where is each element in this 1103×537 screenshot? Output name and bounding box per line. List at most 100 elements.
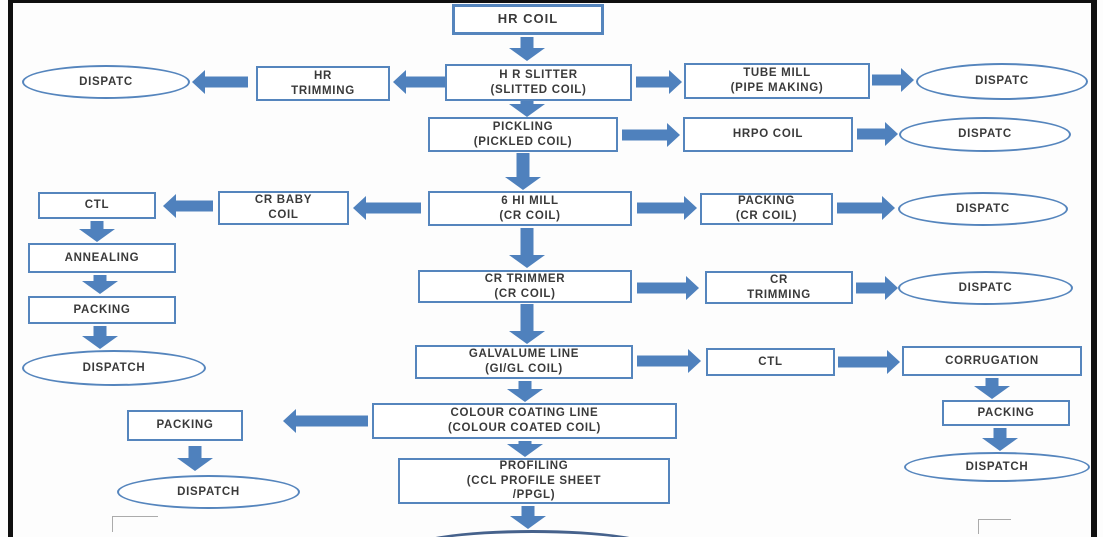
node-label: DISPATC [958, 128, 1012, 141]
arrow-right-icon [837, 196, 895, 220]
node-packing-corrugation: PACKING [942, 400, 1070, 426]
node-label: PROFILING [499, 459, 569, 472]
page-border-right [1091, 0, 1097, 537]
page-corner-mark [978, 519, 1011, 534]
arrow-right-icon [622, 123, 680, 147]
arrow-right-icon [857, 122, 898, 146]
node-label: CTL [84, 199, 110, 212]
arrow-down-icon [177, 446, 213, 471]
node-label: TUBE MILL [743, 67, 811, 80]
page-border-left [8, 0, 13, 537]
arrow-right-icon [637, 196, 697, 220]
node-label: DISPATCH [82, 361, 146, 374]
node-dispatch-tube-mill: DISPATC [916, 63, 1088, 100]
node-label: HR COIL [497, 11, 559, 27]
node-label: CR TRIMMER [484, 272, 566, 285]
node-annealing: ANNEALING [28, 243, 176, 273]
node-label: H R SLITTER [499, 68, 578, 81]
node-label: (SLITTED COIL) [490, 83, 587, 96]
node-label: TRIMMING [291, 84, 355, 97]
arrow-down-icon [82, 326, 118, 349]
node-hrpo-coil: HRPO COIL [683, 117, 853, 152]
node-label: 6 HI MILL [501, 194, 559, 207]
node-label: CR BABY [254, 194, 313, 207]
node-dispatch-hrpo: DISPATC [899, 117, 1071, 152]
node-label: PACKING [977, 406, 1035, 419]
node-label: GALVALUME LINE [468, 348, 580, 361]
node-label: PACKING [73, 303, 131, 316]
node-label: /PPGL) [512, 489, 556, 502]
node-label: PACKING [156, 419, 214, 432]
node-label: DISPATC [975, 75, 1029, 88]
arrow-down-icon [509, 37, 545, 61]
node-colour-coating-line: COLOUR COATING LINE (COLOUR COATED COIL) [372, 403, 677, 439]
node-profiling: PROFILING (CCL PROFILE SHEET /PPGL) [398, 458, 670, 504]
node-tube-mill: TUBE MILL (PIPE MAKING) [684, 63, 870, 99]
node-label: DISPATC [956, 202, 1010, 215]
node-packing-ccl: PACKING [127, 410, 243, 441]
node-dispatch-ccl: DISPATCH [117, 475, 300, 509]
arrow-right-icon [872, 68, 914, 92]
arrow-down-icon [507, 381, 543, 402]
node-dispatch-packing-cr: DISPATC [898, 192, 1068, 226]
node-label: DISPATC [79, 75, 133, 88]
node-hr-trimming: HR TRIMMING [256, 66, 390, 101]
node-dispatch-profiling-clipped [405, 530, 660, 537]
node-label: (CCL PROFILE SHEET [466, 474, 602, 487]
node-label: (CR COIL) [735, 210, 798, 222]
node-dispatch-corrugation: DISPATCH [904, 452, 1090, 482]
node-label: (PIPE MAKING) [730, 82, 824, 94]
arrow-left-icon [283, 409, 368, 433]
node-label: CTL [758, 355, 783, 368]
node-label: CR [769, 273, 788, 286]
node-label: (CR COIL) [499, 209, 561, 222]
node-dispatch-cr-trimming: DISPATC [898, 271, 1073, 305]
arrow-down-icon [507, 441, 543, 457]
node-corrugation: CORRUGATION [902, 346, 1082, 376]
arrow-left-icon [393, 70, 445, 94]
arrow-down-icon [505, 153, 541, 190]
arrow-down-icon [79, 221, 115, 242]
node-label: (PICKLED COIL) [473, 135, 573, 148]
arrow-down-icon [82, 275, 118, 294]
node-hr-slitter: H R SLITTER (SLITTED COIL) [445, 64, 632, 101]
arrow-right-icon [838, 350, 900, 374]
arrow-down-icon [974, 378, 1010, 399]
node-label: DISPATC [958, 281, 1013, 294]
node-hr-coil: HR COIL [452, 4, 604, 35]
node-label: (GI/GL COIL) [485, 363, 563, 375]
node-cr-trimmer: CR TRIMMER (CR COIL) [418, 270, 632, 303]
node-label: COIL [268, 209, 299, 221]
page-corner-mark [112, 516, 158, 532]
arrow-down-icon [982, 428, 1018, 451]
node-label: PICKLING [492, 120, 554, 133]
node-pickling: PICKLING (PICKLED COIL) [428, 117, 618, 152]
arrow-down-icon [509, 304, 545, 344]
node-label: COLOUR COATING LINE [450, 407, 599, 420]
arrow-down-icon [509, 228, 545, 268]
node-packing-left: PACKING [28, 296, 176, 324]
node-label: (COLOUR COATED COIL) [447, 422, 602, 434]
node-dispatch-left: DISPATCH [22, 350, 206, 386]
arrow-right-icon [637, 349, 701, 373]
node-label: ANNEALING [64, 251, 140, 264]
node-label: CORRUGATION [945, 354, 1039, 367]
node-ctl-right: CTL [706, 348, 835, 376]
arrow-left-icon [192, 70, 248, 94]
node-label: DISPATCH [177, 485, 240, 498]
node-packing-cr-coil: PACKING (CR COIL) [700, 193, 833, 225]
node-label: (CR COIL) [494, 287, 556, 300]
node-galvalume-line: GALVALUME LINE (GI/GL COIL) [415, 345, 633, 379]
node-cr-trimming: CR TRIMMING [705, 271, 853, 304]
node-label: HR [313, 69, 332, 82]
arrow-down-icon [509, 101, 545, 117]
arrow-right-icon [636, 70, 682, 94]
node-cr-baby-coil: CR BABY COIL [218, 191, 349, 225]
arrow-right-icon [856, 276, 898, 300]
arrow-left-icon [353, 196, 421, 220]
node-label: PACKING [737, 195, 796, 208]
node-label: DISPATCH [965, 460, 1029, 473]
page-border-top [8, 0, 1092, 3]
node-ctl-left: CTL [38, 192, 156, 219]
